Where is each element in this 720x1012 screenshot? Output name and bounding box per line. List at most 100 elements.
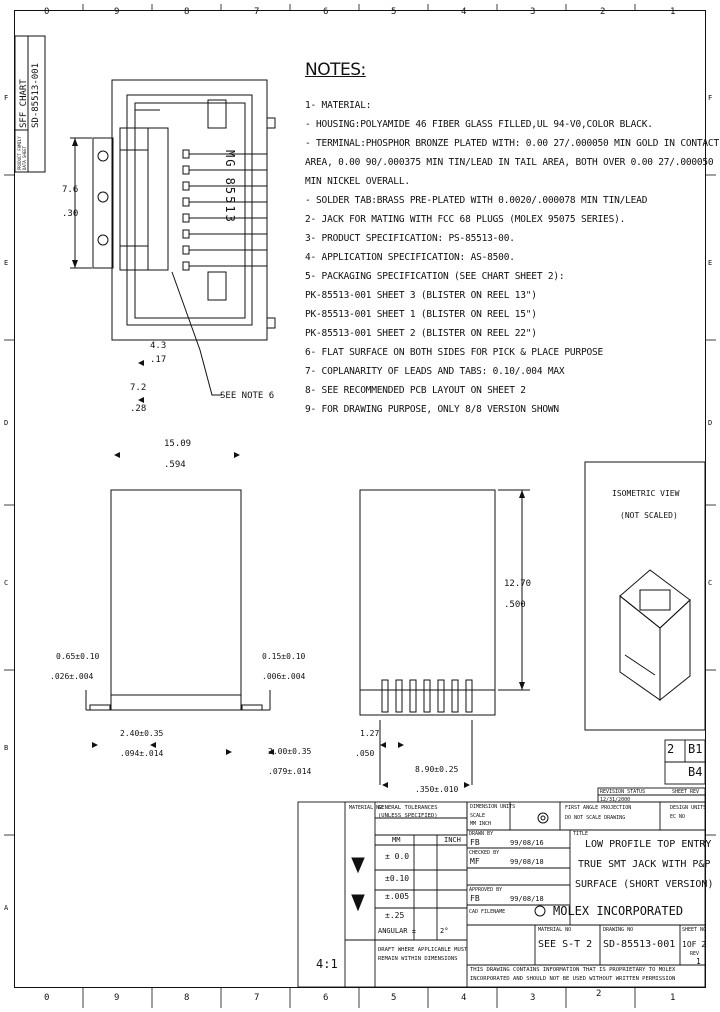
note-line: 7- COPLANARITY OF LEADS AND TABS: 0.10/.… <box>305 366 565 377</box>
dim-350: .350±.010 <box>415 785 459 794</box>
zone-col-bottom-8: 8 <box>184 993 190 1003</box>
dim-2-40: 2.40±0.35 <box>120 729 164 738</box>
note-line: - TERMINAL:PHOSPHOR BRONZE PLATED WITH: … <box>305 138 719 149</box>
zone-col-bottom-5: 5 <box>391 993 397 1003</box>
zone-row-c: C <box>4 579 9 587</box>
note-line: 8- SEE RECOMMENDED PCB LAYOUT ON SHEET 2 <box>305 385 526 396</box>
molex-logo-mark <box>534 905 546 917</box>
scale-value: 4:1 <box>316 957 338 971</box>
side-chart-title: SFF CHART <box>19 79 29 128</box>
dim-594: .594 <box>164 460 186 470</box>
note-line: 5- PACKAGING SPECIFICATION (SEE CHART SH… <box>305 271 565 282</box>
part-marking: MG 85513 <box>223 150 237 224</box>
quality-symbols: MATERIAL NO <box>349 805 383 811</box>
drawing-no-value: SD-85513-001 <box>603 939 676 950</box>
first-angle-label: FIRST ANGLE PROJECTION <box>565 805 632 811</box>
tol-row-3: ±.005 <box>385 892 410 901</box>
note-line: 2- JACK FOR MATING WITH FCC 68 PLUGS (MO… <box>305 214 626 225</box>
zone-col-3: 3 <box>530 7 536 17</box>
side-chart-box <box>14 35 46 173</box>
checked-by-name: MF <box>470 857 480 866</box>
note-line: - HOUSING:POLYAMIDE 46 FIBER GLASS FILLE… <box>305 119 653 130</box>
dim-7-6: 7.6 <box>62 185 79 195</box>
dim-006: .006±.004 <box>262 672 306 681</box>
approved-date: 99/08/18 <box>510 895 544 903</box>
note-line: 3- PRODUCT SPECIFICATION: PS-85513-00. <box>305 233 515 244</box>
zone-col-1: 1 <box>670 7 676 17</box>
projection-circle <box>537 812 549 824</box>
unless-specified: (UNLESS SPECIFIED) <box>378 813 438 819</box>
side-view <box>359 489 530 785</box>
rev-value: 1 <box>696 957 701 966</box>
dim-094: .094±.014 <box>120 749 164 758</box>
zone-col-6: 6 <box>323 7 329 17</box>
dim-0-15: 0.15±0.10 <box>262 652 306 661</box>
isometric-view <box>584 461 706 731</box>
ec-no-label: EC NO <box>670 814 686 820</box>
drawing-title-1: LOW PROFILE TOP ENTRY <box>585 839 712 850</box>
zone-col-7: 7 <box>254 7 260 17</box>
design-units-label: DESIGN UNITS <box>670 805 707 811</box>
material-no-label: MATERIAL NO <box>538 927 572 933</box>
approved-by-name: FB <box>470 894 480 903</box>
sheet-no-label: SHEET NO <box>682 927 707 933</box>
sheet-col-label: SHEET <box>672 789 688 795</box>
cad-filename-label: CAD FILENAME <box>469 909 506 915</box>
zone-row-d-right: D <box>708 419 713 427</box>
dim-12-70: 12.70 <box>504 579 532 589</box>
zone-col-bottom-3: 3 <box>530 993 536 1003</box>
dimension-units-label: DIMENSION UNITS <box>470 804 516 810</box>
rev-status-label: REVISION STATUS <box>600 789 646 795</box>
angular-label: ANGULAR ± <box>378 927 416 935</box>
zone-row-a: A <box>4 904 9 912</box>
dim-15-09: 15.09 <box>164 439 192 449</box>
drawing-no-label: DRAWING NO <box>603 927 634 933</box>
note-line: 9- FOR DRAWING PURPOSE, ONLY 8/8 VERSION… <box>305 404 559 415</box>
drawing-title-2: TRUE SMT JACK WITH P&P <box>578 859 711 870</box>
sheet-number: 2 <box>667 742 675 756</box>
drawn-by-name: FB <box>470 838 480 847</box>
dim-4-3: 4.3 <box>150 341 167 351</box>
note-line: - SOLDER TAB:BRASS PRE-PLATED WITH 0.002… <box>305 195 648 206</box>
zone-col-bottom-4: 4 <box>461 993 467 1003</box>
note-line: AREA, 0.00 90/.000375 MIN TIN/LEAD IN TA… <box>305 157 714 168</box>
title-block <box>297 739 706 988</box>
approved-by-label: APPROVED BY <box>469 887 503 893</box>
warning-triangle <box>351 857 365 874</box>
note-line: PK-85513-001 SHEET 1 (BLISTER ON REEL 15… <box>305 309 537 320</box>
zone-col-bottom-1: 1 <box>670 993 676 1003</box>
checked-by-label: CHECKED BY <box>469 850 500 856</box>
date-code: 12/31/2000 <box>600 797 631 803</box>
dim-079: .079±.014 <box>268 767 312 776</box>
dim-026: .026±.004 <box>50 672 94 681</box>
material-no-value: SEE S-T 2 <box>538 939 593 950</box>
dim-7-2: 7.2 <box>130 383 147 393</box>
mm-inch-label: MM INCH <box>470 821 492 827</box>
rev-label: REV <box>690 951 700 957</box>
side-chart-number: SD-85513-001 <box>31 62 41 128</box>
tol-row-4: ±.25 <box>385 911 405 920</box>
dim-28: .28 <box>130 404 147 414</box>
drafting-note-2: REMAIN WITHIN DIMENSIONS <box>378 956 458 962</box>
dim-050: .050 <box>355 749 375 758</box>
note-line: 4- APPLICATION SPECIFICATION: AS-8500. <box>305 252 515 263</box>
company-name: MOLEX INCORPORATED <box>553 904 684 918</box>
dim-500: .500 <box>504 600 526 610</box>
zone-row-e: E <box>4 259 9 267</box>
zone-row-e-right: E <box>708 259 713 267</box>
notes-title: NOTES: <box>305 60 366 80</box>
tol-inch-header: INCH <box>444 836 461 844</box>
zone-col-bottom-2: 2 <box>596 989 602 999</box>
sheet-letter: B1 <box>688 742 703 756</box>
tol-mm-header: MM <box>392 836 401 844</box>
zone-ticks <box>4 4 716 1008</box>
drafting-note-1: DRAFT WHERE APPLICABLE MUST <box>378 947 468 953</box>
zone-col-8: 8 <box>184 7 190 17</box>
tol-row-2: ±0.10 <box>385 874 410 883</box>
zone-row-f: F <box>4 94 9 102</box>
note-line: 6- FLAT SURFACE ON BOTH SIDES FOR PICK &… <box>305 347 604 358</box>
scale-label: SCALE <box>470 813 486 819</box>
zone-row-d: D <box>4 419 9 427</box>
zone-col-4: 4 <box>461 7 467 17</box>
dim-1-27: 1.27 <box>360 729 380 738</box>
